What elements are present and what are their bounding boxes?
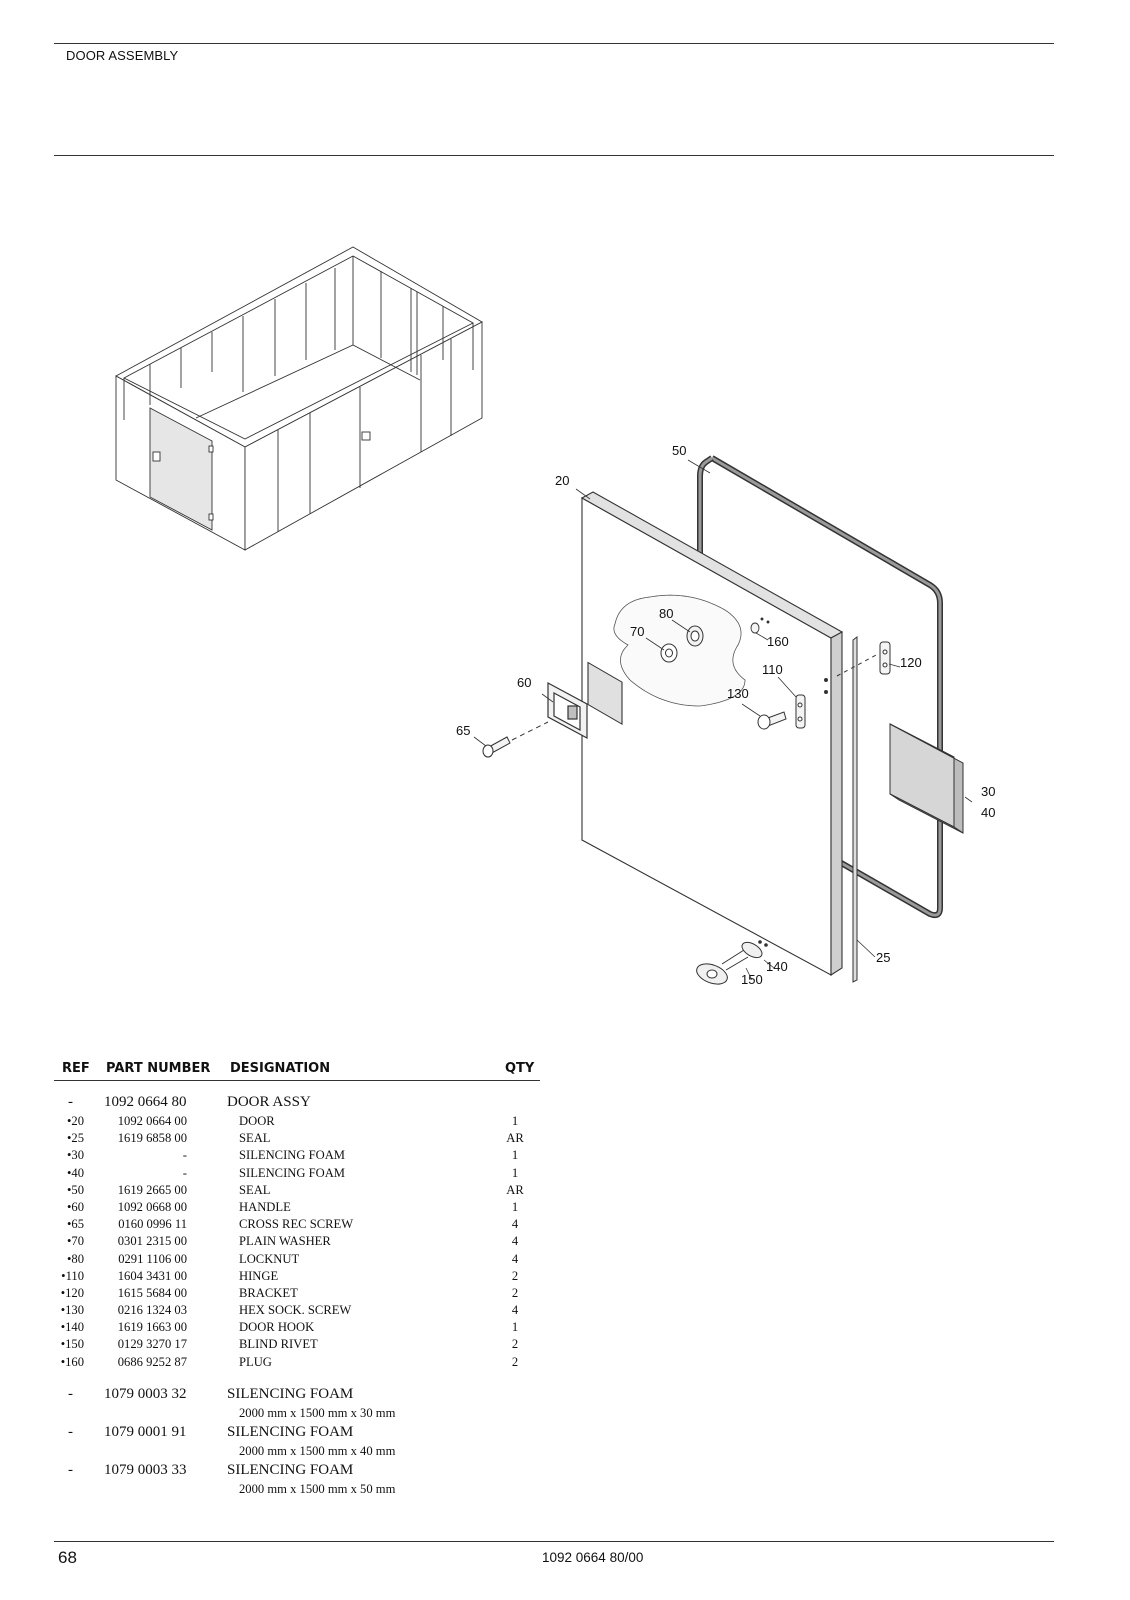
callout-120: 120 <box>900 655 922 670</box>
callout-30: 30 <box>981 784 995 799</box>
callout-80: 80 <box>659 606 673 621</box>
silencing-foam-block <box>889 723 964 834</box>
header-top-rule <box>54 43 1054 44</box>
assy-ref: - <box>68 1094 73 1110</box>
callout-20: 20 <box>555 473 569 488</box>
header-designation: DESIGNATION <box>230 1061 331 1076</box>
callout-70: 70 <box>630 624 644 639</box>
header-bottom-rule <box>54 155 1054 156</box>
callout-110: 110 <box>762 662 783 677</box>
callout-140: 140 <box>766 959 788 974</box>
footer-rule <box>54 1541 1054 1542</box>
header-qty: QTY <box>505 1061 535 1076</box>
assy-part-number: 1092 0664 80 <box>104 1094 187 1110</box>
foam-option-row: - 1079 0003 32 SILENCING FOAM <box>68 1385 354 1402</box>
exploded-view-drawing: 50 20 80 70 160 120 110 60 130 65 30 40 … <box>115 246 995 987</box>
foam-option-spec: 2000 mm x 1500 mm x 30 mm <box>239 1405 396 1420</box>
seal-25 <box>852 636 858 983</box>
door-hook-140-150 <box>696 940 768 985</box>
foam-option-row: - 1079 0001 91 SILENCING FOAM <box>68 1423 354 1440</box>
callout-160: 160 <box>767 634 789 649</box>
hinge-bracket-110-120 <box>757 641 891 730</box>
page-number: 68 <box>58 1548 77 1567</box>
callout-labels: 50 20 80 70 160 120 110 60 130 65 30 40 … <box>456 443 995 987</box>
handle-60 <box>547 681 588 740</box>
callout-60: 60 <box>517 675 531 690</box>
section-title: DOOR ASSEMBLY <box>66 48 179 63</box>
foam-option-spec: 2000 mm x 1500 mm x 50 mm <box>239 1481 396 1496</box>
callout-65: 65 <box>456 723 470 738</box>
header-ref: REF <box>62 1061 90 1076</box>
foam-option-spec: 2000 mm x 1500 mm x 40 mm <box>239 1443 396 1458</box>
assy-designation: DOOR ASSY <box>227 1094 311 1110</box>
door-panel-20 <box>580 491 844 977</box>
callout-40: 40 <box>981 805 995 820</box>
parts-table: REF PART NUMBER DESIGNATION QTY - 1092 0… <box>54 1058 540 1498</box>
header-part-number: PART NUMBER <box>106 1061 211 1076</box>
callout-leaders <box>473 459 973 981</box>
callout-150: 150 <box>741 972 763 987</box>
enclosure-overview <box>115 246 483 551</box>
foam-option-row: - 1079 0003 33 SILENCING FOAM <box>68 1461 354 1478</box>
callout-25: 25 <box>876 950 890 965</box>
plug-160 <box>750 617 770 634</box>
callout-50: 50 <box>672 443 686 458</box>
washer-locknut-70-80 <box>660 625 704 663</box>
table-header: REF PART NUMBER DESIGNATION QTY <box>54 1058 540 1081</box>
callout-130: 130 <box>727 686 749 701</box>
main-assembly-row: - 1092 0664 80 DOOR ASSY <box>54 1094 540 1114</box>
screw-65 <box>482 721 549 758</box>
document-number: 1092 0664 80/00 <box>542 1550 644 1565</box>
